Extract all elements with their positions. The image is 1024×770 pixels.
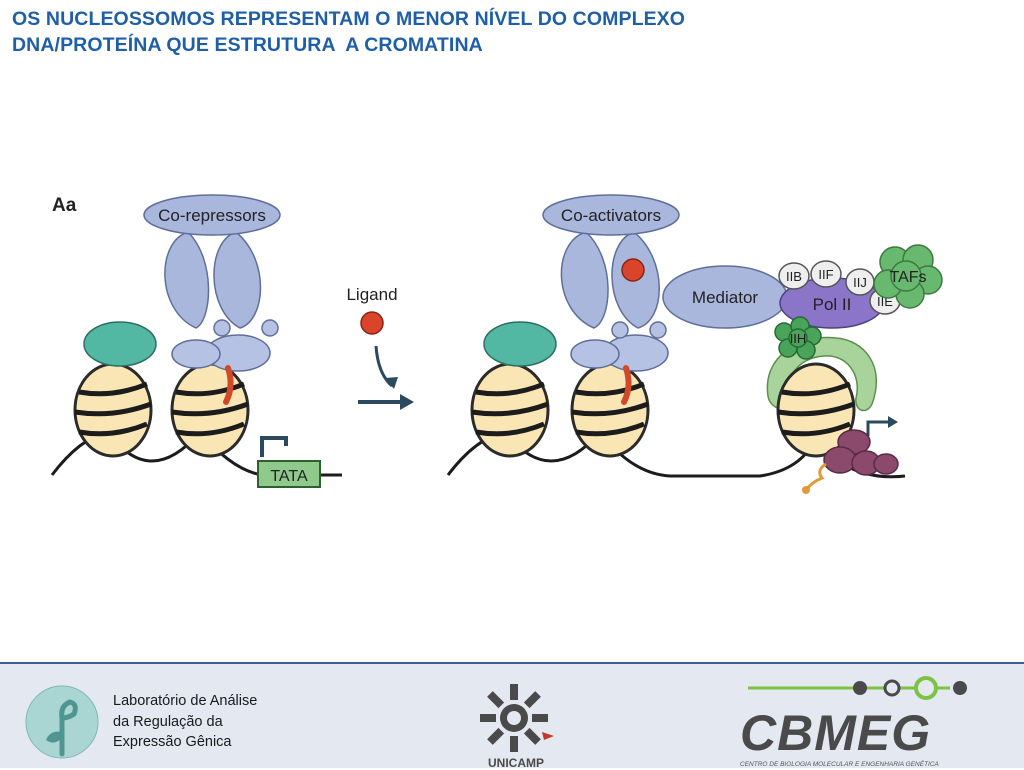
teal-protein-right xyxy=(483,321,557,367)
panel-label: Aa xyxy=(52,195,77,216)
iih-cluster xyxy=(774,316,822,360)
nascent-rna-end xyxy=(802,486,810,494)
nascent-rna xyxy=(804,462,827,491)
slide-title-line-2: DNA/PROTEÍNA QUE ESTRUTURA A CROMATINA xyxy=(12,34,483,56)
receptor-knob-left-2 xyxy=(261,319,279,337)
nucleosome-transcription-diagram: Aa Co-repressors TATA Ligand Co-activato… xyxy=(50,194,943,494)
cbmeg-subtitle: CENTRO DE BIOLOGIA MOLECULAR E ENGENHARI… xyxy=(740,759,939,768)
cbmeg-wordmark: CBMEG xyxy=(740,705,931,761)
co-repressors-label: Co-repressors xyxy=(158,206,266,225)
co-activator-lobe-left xyxy=(560,231,609,329)
iif-factor xyxy=(810,260,842,288)
receptor-knob-left-1 xyxy=(213,319,231,337)
process-arrowhead xyxy=(400,394,414,410)
ligand-curve-arrowhead xyxy=(385,377,398,389)
iih-label: IIH xyxy=(790,331,807,346)
slide-title: OS NUCLEOSSOMOS REPRESENTAM O MENOR NÍVE… xyxy=(12,6,1012,58)
co-repressor-lobe-left xyxy=(164,231,210,329)
tata-box xyxy=(257,460,321,488)
ligand-molecule xyxy=(360,311,384,335)
pol2-label: Pol II xyxy=(813,295,852,314)
mediator-label: Mediator xyxy=(692,288,758,307)
bound-ligand xyxy=(621,258,645,282)
red-binding-site-right xyxy=(621,365,632,405)
lab-name-line-3: Expressão Gênica xyxy=(113,734,232,750)
red-binding-site-left xyxy=(223,365,234,405)
tafs-label: TAFs xyxy=(889,269,926,286)
co-repressor-lobe-right xyxy=(213,231,262,329)
tss-arrow-left xyxy=(260,436,288,457)
co-activators-label: Co-activators xyxy=(561,206,661,225)
iib-label: IIB xyxy=(786,269,802,284)
receptor-knob-right-2 xyxy=(649,321,667,339)
co-repressors-bubble xyxy=(143,194,281,236)
tata-label: TATA xyxy=(270,468,308,485)
lab-logo-icon xyxy=(25,685,99,759)
unicamp-logo: UNICAMP xyxy=(480,684,554,770)
lab-name-line-2: da Regulação da xyxy=(113,713,223,730)
tafs-cluster xyxy=(873,244,943,309)
teal-protein-left xyxy=(83,321,157,367)
receptor-left-2 xyxy=(171,339,221,369)
tss-arrowhead-right xyxy=(888,416,898,428)
nucleosome-right-1 xyxy=(472,364,548,456)
ligand-label: Ligand xyxy=(346,285,397,304)
slide-title-line-1: OS NUCLEOSSOMOS REPRESENTAM O MENOR NÍVE… xyxy=(12,8,686,30)
lab-name-line-1: Laboratório de Análise xyxy=(113,693,258,709)
footer-bar: Laboratório de Análise da Regulação da E… xyxy=(0,662,1024,770)
tss-arrow-right xyxy=(866,420,890,436)
co-activators-bubble xyxy=(542,194,680,236)
mrna-capping-complex xyxy=(823,429,899,476)
dna-strand-left xyxy=(50,429,342,477)
iif-label: IIF xyxy=(818,267,833,282)
nucleosome-left-1 xyxy=(75,364,151,456)
iib-factor xyxy=(778,262,810,290)
unicamp-label: UNICAMP xyxy=(488,756,544,770)
receptor-right-2 xyxy=(570,339,620,369)
nucleosome-left-2 xyxy=(172,364,248,456)
cbmeg-logo: CBMEG CENTRO DE BIOLOGIA MOLECULAR E ENG… xyxy=(740,676,967,768)
receptor-knob-right-1 xyxy=(611,321,629,339)
lab-name: Laboratório de Análise da Regulação da E… xyxy=(113,691,257,753)
nucleosome-right-2 xyxy=(572,364,648,456)
iij-label: IIJ xyxy=(853,275,867,290)
